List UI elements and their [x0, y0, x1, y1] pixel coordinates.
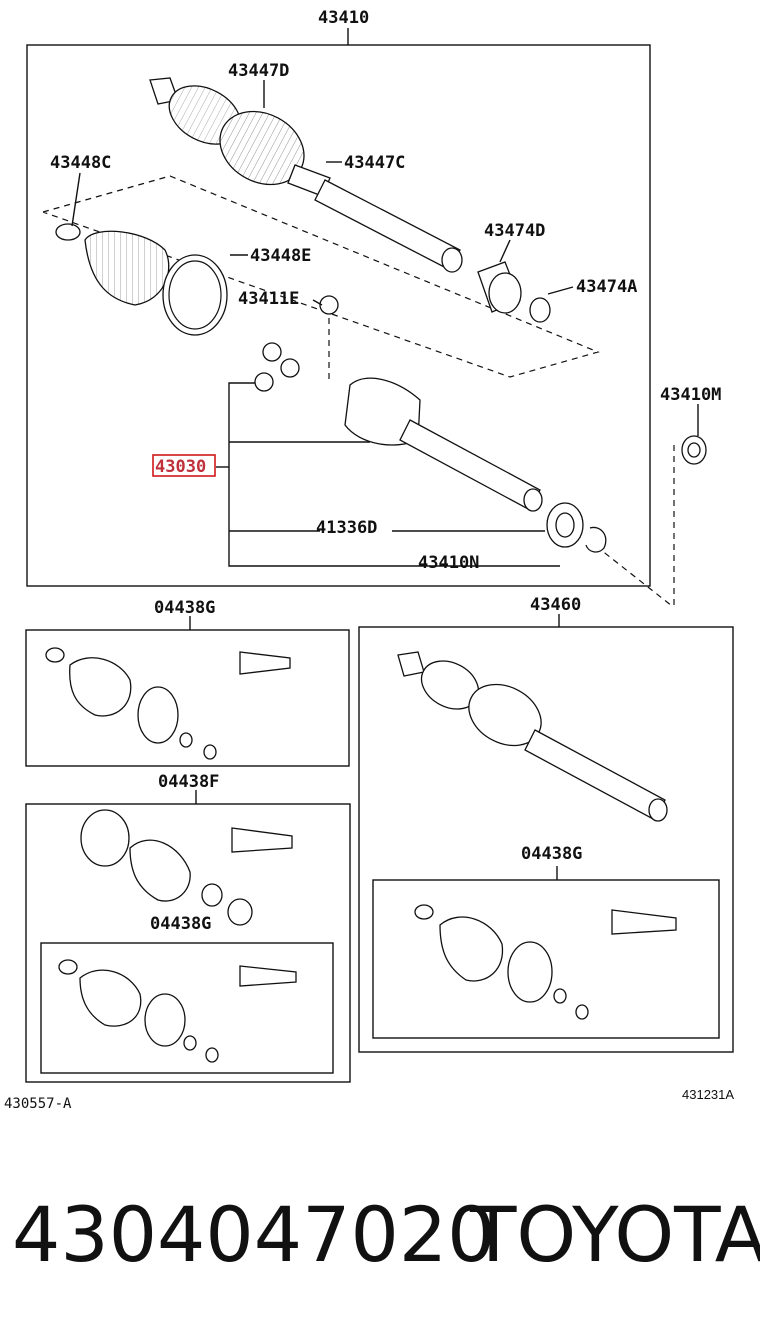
- main-assembly-frame: [26, 44, 651, 587]
- label-43460: 43460: [530, 595, 581, 615]
- label-43410n: 43410N: [418, 553, 479, 573]
- right-shaft: [397, 651, 668, 822]
- inboard-joint: [344, 377, 543, 512]
- right-assembly-frame: [358, 626, 734, 1053]
- kit-g2-parts: [58, 959, 297, 1063]
- spider: [254, 342, 300, 392]
- label-43448e: 43448E: [250, 246, 311, 266]
- label-43474a: 43474A: [576, 277, 637, 297]
- label-43410: 43410: [318, 8, 369, 28]
- label-04438g-1: 04438G: [154, 598, 215, 618]
- part-number: 4304047020: [12, 1190, 496, 1279]
- label-43447d: 43447D: [228, 61, 289, 81]
- label-43448c: 43448C: [50, 153, 111, 173]
- outer-cv-shaft: [149, 77, 463, 273]
- ref-code-left: 430557-A: [4, 1096, 72, 1112]
- boot-left: [55, 223, 228, 336]
- label-43030[interactable]: 43030: [155, 457, 206, 477]
- ref-code-right: 431231A: [682, 1087, 734, 1102]
- label-41336d: 41336D: [316, 518, 377, 538]
- label-43410m: 43410M: [660, 385, 721, 405]
- damper: [477, 261, 551, 323]
- label-04438g-2: 04438G: [150, 914, 211, 934]
- highlight-box: [152, 454, 216, 477]
- kit-f-frame: [25, 803, 351, 1083]
- parts-diagram: 43410 43447D 43447C 43448C 43448E 43474D…: [4, 8, 734, 1112]
- kit-g1-parts: [45, 647, 291, 760]
- label-04438f: 04438F: [158, 772, 219, 792]
- label-43474d: 43474D: [484, 221, 545, 241]
- kit-g3-frame: [372, 879, 720, 1039]
- kit-f-parts: [80, 809, 293, 926]
- label-04438g-3: 04438G: [521, 844, 582, 864]
- kit-g3-parts: [414, 904, 677, 1020]
- brand-name: TOYOTA: [470, 1190, 760, 1279]
- label-43411e: 43411E: [238, 289, 299, 309]
- kit-g2-frame: [40, 942, 334, 1074]
- kit-g1-frame: [25, 629, 350, 767]
- label-43447c: 43447C: [344, 153, 405, 173]
